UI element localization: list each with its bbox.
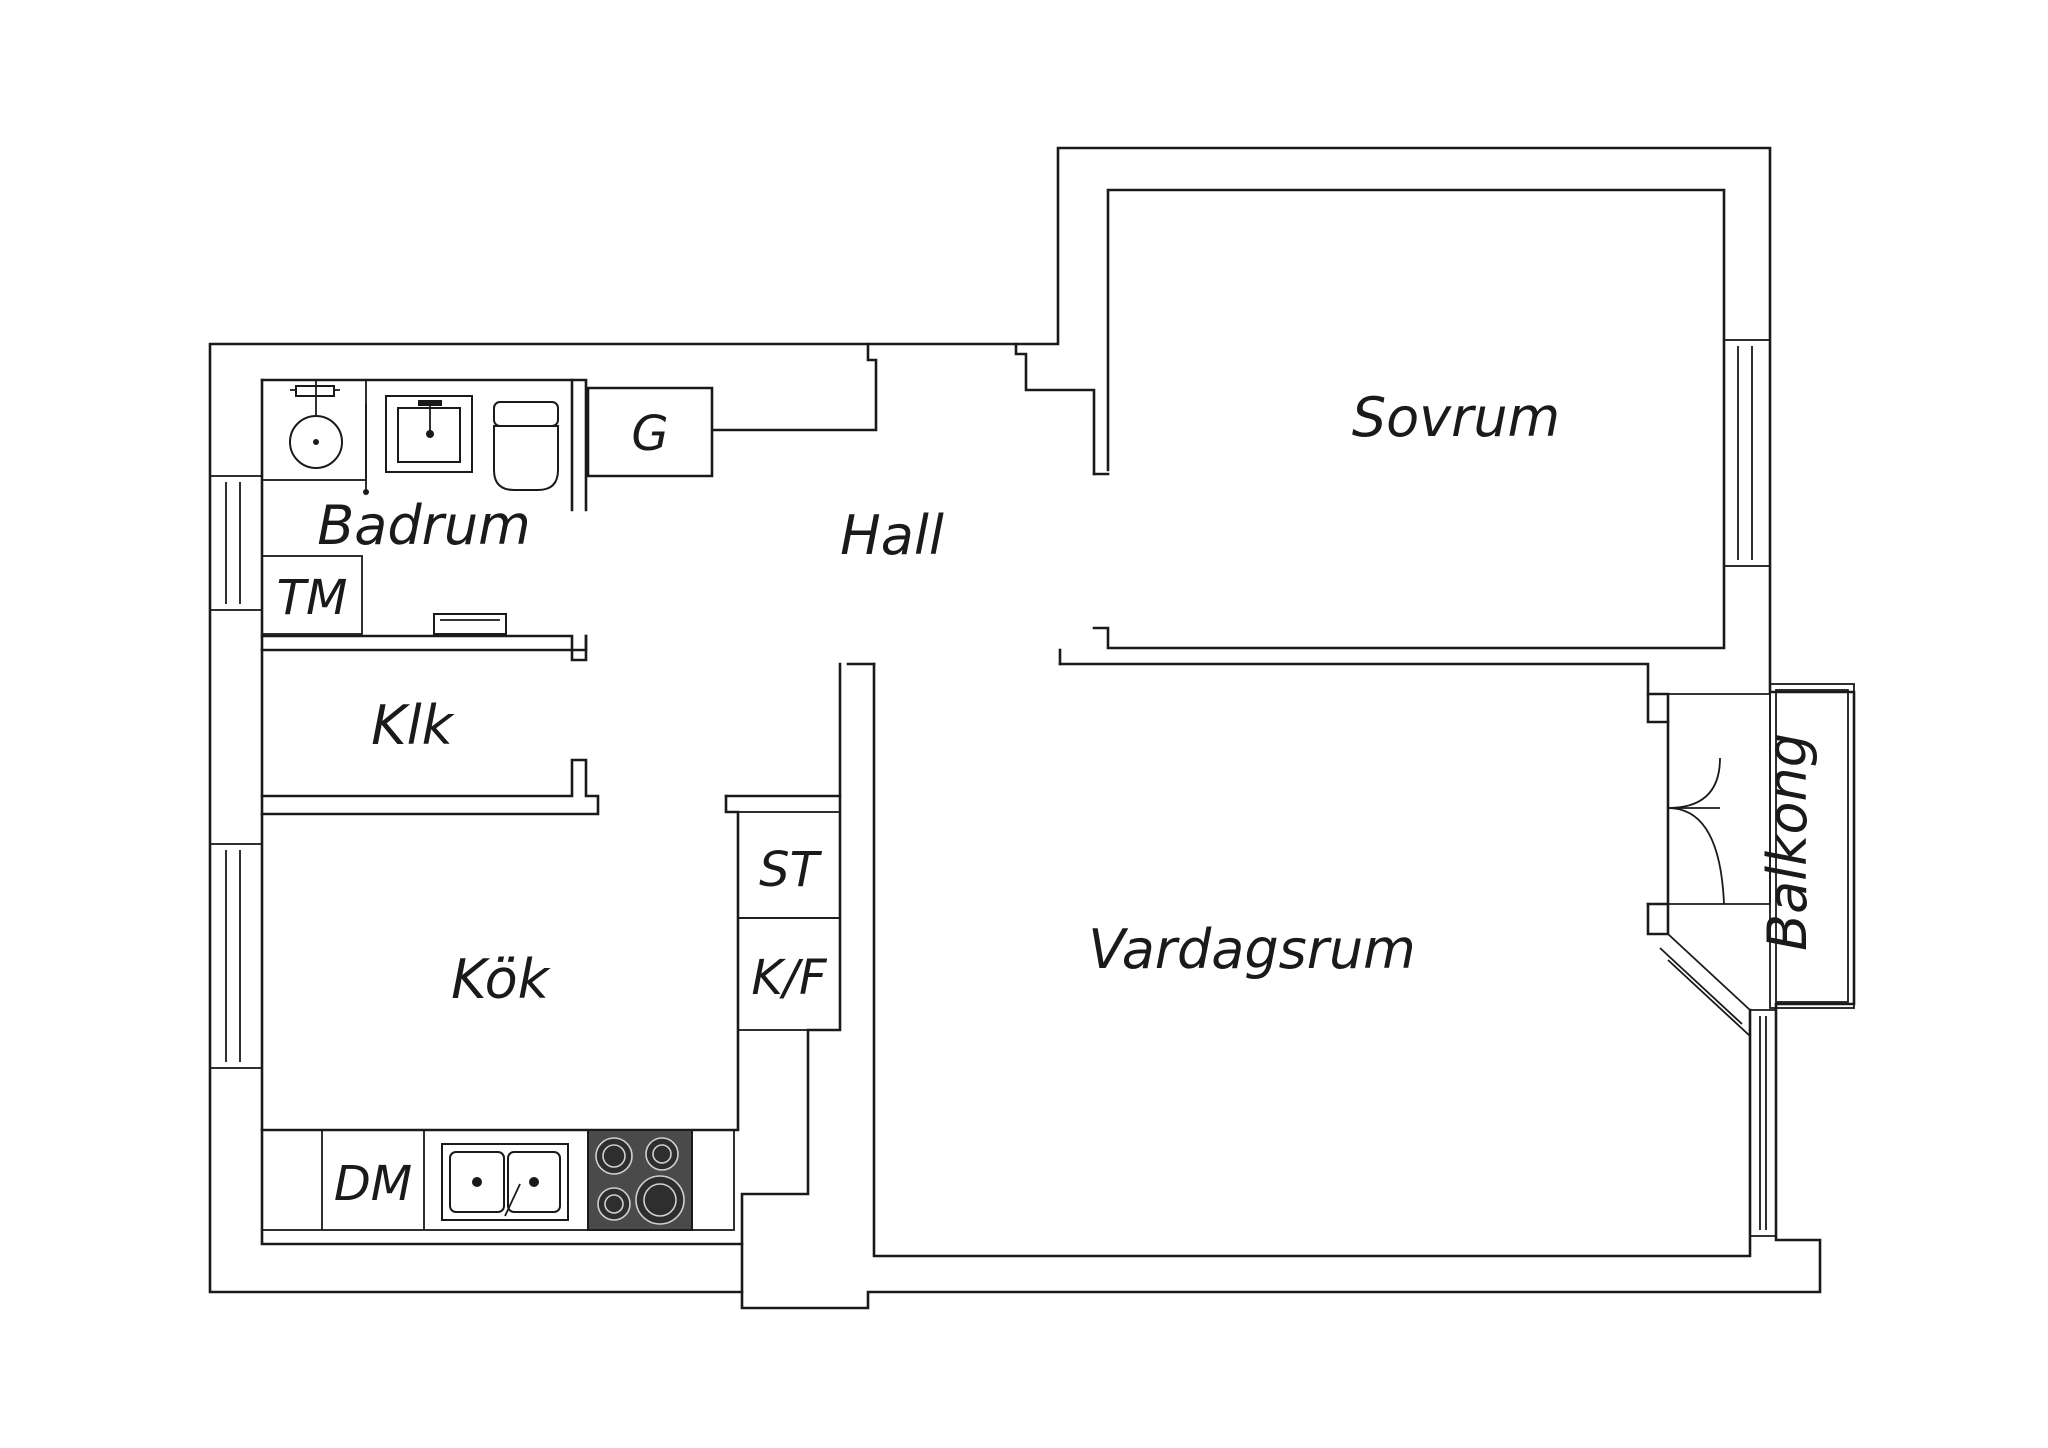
label-klk: Klk <box>371 694 455 757</box>
dm-label: DM <box>334 1156 412 1212</box>
kf-label: K/F <box>751 950 828 1006</box>
balcony-door <box>1646 692 1771 906</box>
shower-icon <box>261 379 369 495</box>
g-label: G <box>631 406 668 462</box>
radiator-icon <box>433 613 507 635</box>
hob-icon <box>587 1129 693 1231</box>
balkong-outline <box>1769 683 1855 1009</box>
window-kok <box>209 843 263 1069</box>
st-label: ST <box>759 842 822 898</box>
kf-box <box>737 917 841 1031</box>
kitchen-counter <box>261 1129 735 1231</box>
label-hall: Hall <box>840 504 944 567</box>
label-sovrum: Sovrum <box>1352 386 1560 449</box>
window-badrum <box>209 475 263 611</box>
tm-label: TM <box>277 570 348 626</box>
g-box <box>587 387 713 477</box>
label-kok: Kök <box>451 948 552 1011</box>
klk-walls <box>260 634 600 816</box>
label-badrum: Badrum <box>317 494 530 557</box>
window-vardagsrum <box>1646 902 1777 1237</box>
toilet-icon <box>493 401 559 491</box>
sink-icon <box>441 1143 569 1221</box>
outer-walls <box>208 146 1856 1310</box>
basin-icon <box>385 395 473 473</box>
label-vardagsrum: Vardagsrum <box>1088 918 1416 981</box>
window-sovrum <box>1723 339 1771 567</box>
label-balkong: Balkong <box>1756 733 1819 951</box>
